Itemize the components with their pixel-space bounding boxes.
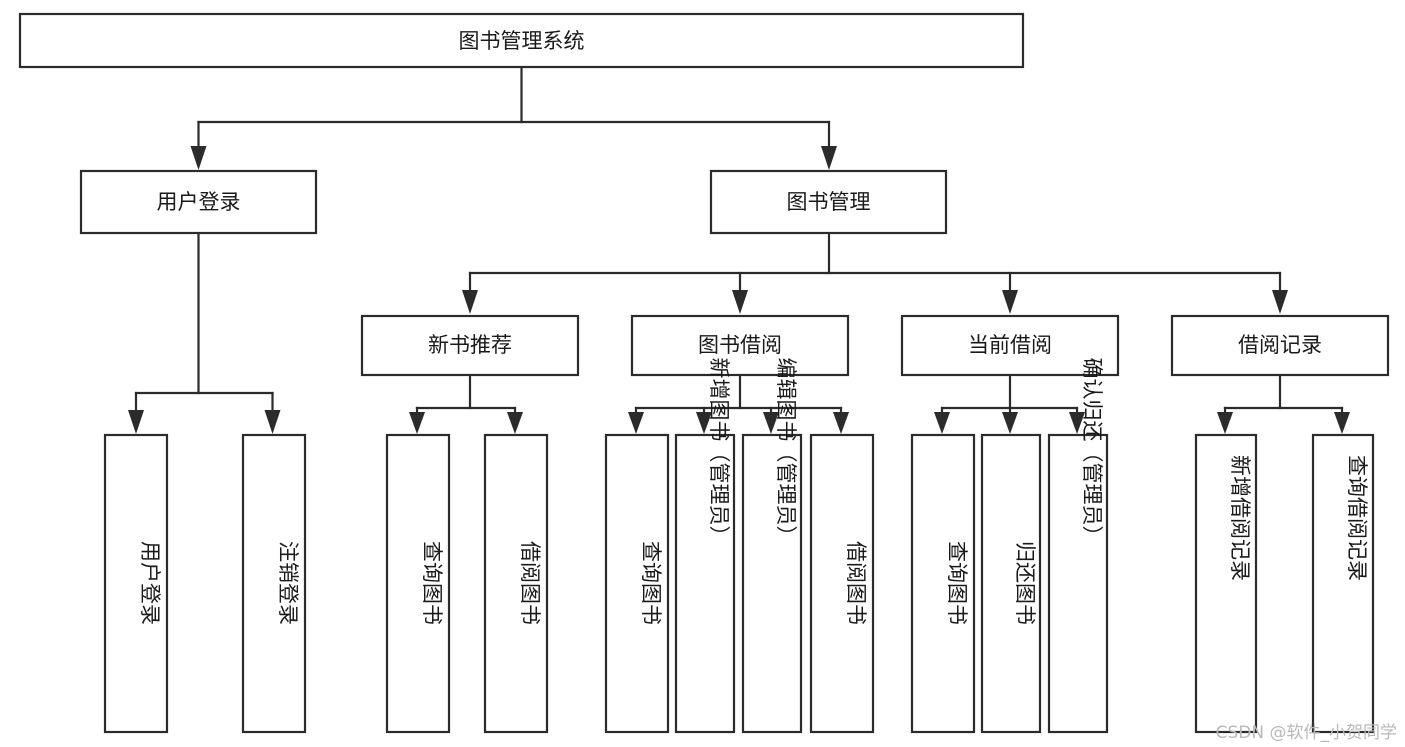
node-leaf-return-book-box[interactable] <box>980 433 1042 734</box>
node-leaf-query-record-label: 查询借阅记录 <box>1345 455 1369 581</box>
node-book-manage-label: 图书管理 <box>787 190 871 214</box>
node-root-label: 图书管理系统 <box>459 29 585 53</box>
node-book-manage-box[interactable] <box>709 169 948 235</box>
node-leaf-query-book-1-box[interactable] <box>385 433 451 734</box>
node-leaf-add-book-label: 新增图书（管理员） <box>707 358 731 547</box>
node-user-login-box[interactable] <box>79 169 318 235</box>
node-leaf-query-book-2-box[interactable] <box>604 433 670 734</box>
connector-group-borrow-record <box>1217 373 1350 434</box>
node-leaf-add-record[interactable]: 新增借阅记录 <box>1194 433 1258 734</box>
arrow-head-leaf-user-login <box>128 410 144 434</box>
arrow-head-new-book-rec <box>462 290 478 314</box>
node-leaf-return-book[interactable]: 归还图书 <box>980 433 1042 734</box>
node-leaf-edit-book[interactable]: 编辑图书（管理员） <box>741 358 803 734</box>
node-leaf-query-book-3-box[interactable] <box>910 433 976 734</box>
node-leaf-borrow-book-2-box[interactable] <box>809 433 875 734</box>
node-leaf-query-book-1-label: 查询图书 <box>420 541 444 625</box>
node-leaf-confirm-return-label: 确认归还（管理员） <box>1080 358 1104 547</box>
node-leaf-query-book-3[interactable]: 查询图书 <box>910 433 976 734</box>
arrow-head-leaf-confirm-return <box>1069 412 1085 434</box>
connector-group-root <box>190 65 837 170</box>
node-leaf-borrow-book-2-label: 借阅图书 <box>844 541 868 625</box>
node-leaf-user-logout-box[interactable] <box>241 433 307 734</box>
node-leaf-user-login-box[interactable] <box>103 433 169 734</box>
arrow-head-leaf-query-book-2 <box>628 412 644 434</box>
node-leaf-confirm-return[interactable]: 确认归还（管理员） <box>1047 358 1109 734</box>
node-leaf-borrow-book-1-label: 借阅图书 <box>518 541 542 625</box>
node-leaf-query-book-2[interactable]: 查询图书 <box>604 433 670 734</box>
connector-group-book-manage <box>462 231 1288 314</box>
arrow-head-leaf-return-book <box>1002 412 1018 434</box>
node-leaf-user-logout-label: 注销登录 <box>276 541 300 625</box>
arrow-head-leaf-query-book-3 <box>934 412 950 434</box>
node-leaf-user-logout[interactable]: 注销登录 <box>241 433 307 734</box>
node-root-box[interactable] <box>18 12 1025 69</box>
node-leaf-user-login[interactable]: 用户登录 <box>103 433 169 734</box>
node-leaf-confirm-return-box[interactable] <box>1047 433 1109 734</box>
node-leaf-query-record[interactable]: 查询借阅记录 <box>1311 433 1375 734</box>
node-leaf-query-record-box[interactable] <box>1311 433 1375 734</box>
arrow-head-user-login <box>190 146 207 170</box>
node-book-manage[interactable]: 图书管理 <box>709 169 948 235</box>
node-root[interactable]: 图书管理系统 <box>18 12 1025 69</box>
node-current-borrow-box[interactable] <box>900 314 1120 377</box>
arrow-head-borrow-record <box>1272 290 1288 314</box>
node-leaf-borrow-book-1[interactable]: 借阅图书 <box>483 433 549 734</box>
arrow-head-leaf-edit-book <box>763 412 779 434</box>
arrow-head-leaf-query-record <box>1334 412 1350 434</box>
node-leaf-add-record-label: 新增借阅记录 <box>1228 455 1252 581</box>
node-new-book-rec-box[interactable] <box>360 314 580 377</box>
node-book-borrow-box[interactable] <box>630 314 850 377</box>
node-leaf-query-book-2-label: 查询图书 <box>639 541 663 625</box>
arrow-head-leaf-add-record <box>1217 412 1233 434</box>
node-current-borrow-label: 当前借阅 <box>968 333 1052 357</box>
connector-group-new-book-rec <box>409 373 523 434</box>
node-borrow-record-label: 借阅记录 <box>1238 333 1322 357</box>
node-new-book-rec[interactable]: 新书推荐 <box>360 314 580 377</box>
node-borrow-record[interactable]: 借阅记录 <box>1170 314 1390 377</box>
node-new-book-rec-label: 新书推荐 <box>428 333 512 357</box>
arrow-head-leaf-user-logout <box>264 410 281 434</box>
node-leaf-add-book-box[interactable] <box>674 433 736 734</box>
arrow-head-book-manage <box>821 146 837 170</box>
arrow-head-book-borrow <box>732 290 748 314</box>
node-leaf-query-book-3-label: 查询图书 <box>945 541 969 625</box>
node-user-login-label: 用户登录 <box>157 190 241 214</box>
node-leaf-borrow-book-1-box[interactable] <box>483 433 549 734</box>
arrow-head-leaf-add-book <box>696 412 712 434</box>
node-leaf-add-record-box[interactable] <box>1194 433 1258 734</box>
node-current-borrow[interactable]: 当前借阅 <box>900 314 1120 377</box>
node-borrow-record-box[interactable] <box>1170 314 1390 377</box>
node-book-borrow[interactable]: 图书借阅 <box>630 314 850 377</box>
node-leaf-borrow-book-2[interactable]: 借阅图书 <box>809 433 875 734</box>
arrow-head-leaf-borrow-book-1 <box>507 412 523 434</box>
node-leaf-return-book-label: 归还图书 <box>1013 541 1037 625</box>
node-book-borrow-label: 图书借阅 <box>698 333 782 357</box>
arrow-head-leaf-query-book-1 <box>409 412 425 434</box>
csdn-watermark: CSDN @软件_小贺同学 <box>1215 723 1397 743</box>
connector-group-book-borrow <box>628 373 849 434</box>
node-leaf-edit-book-box[interactable] <box>741 433 803 734</box>
arrow-head-leaf-borrow-book-2 <box>833 412 849 434</box>
node-leaf-query-book-1[interactable]: 查询图书 <box>385 433 451 734</box>
connector-group-current-borrow <box>934 373 1085 434</box>
node-leaf-edit-book-label: 编辑图书（管理员） <box>774 358 798 547</box>
node-leaf-add-book[interactable]: 新增图书（管理员） <box>674 358 736 734</box>
node-user-login[interactable]: 用户登录 <box>79 169 318 235</box>
node-leaf-user-login-label: 用户登录 <box>138 541 162 625</box>
connector-group-user-login <box>128 231 281 434</box>
arrow-head-current-borrow <box>1002 290 1018 314</box>
